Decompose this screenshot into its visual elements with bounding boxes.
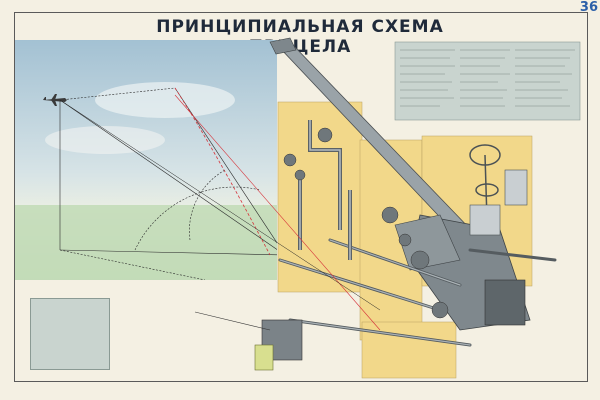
black-sight-ray [59, 99, 381, 311]
line-of-sight [59, 99, 277, 250]
gear [294, 169, 306, 181]
gear [431, 301, 449, 319]
aircraft-icon [43, 94, 67, 106]
yellow-panel-bottom [361, 321, 457, 379]
gear [283, 153, 297, 167]
elevation-housing [469, 204, 501, 236]
ground-projection-line [59, 249, 206, 280]
gear [410, 250, 430, 270]
page-number: 36 [579, 0, 598, 15]
red-sight-ray [174, 94, 381, 331]
angle-arc-outer [134, 186, 261, 251]
legend-bottom-left [30, 298, 110, 370]
sky-scene [15, 40, 277, 280]
aircraft-course-line [59, 87, 176, 101]
gear [317, 127, 333, 143]
gear [381, 206, 399, 224]
poster-frame [14, 12, 588, 382]
shaft [468, 248, 557, 262]
cloud [45, 126, 165, 154]
angle-arc [189, 169, 226, 241]
cloud [95, 82, 235, 118]
ground-baseline [59, 249, 277, 256]
gear [398, 233, 412, 247]
side-housing [504, 169, 528, 206]
operator-sight-unit [194, 311, 303, 371]
gun-receiver [394, 214, 531, 331]
legend-top-right [394, 41, 581, 121]
